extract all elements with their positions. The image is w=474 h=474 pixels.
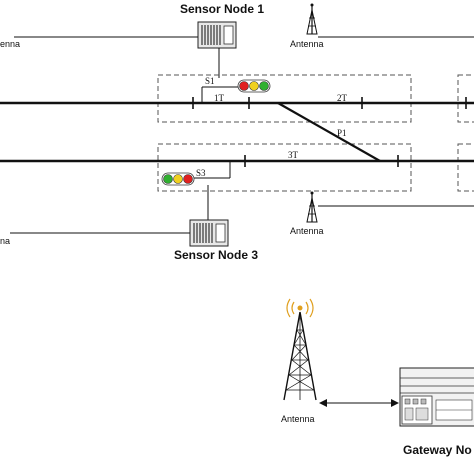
sensor-node-3-label: Sensor Node 3	[174, 248, 258, 262]
switch-p1-label: P1	[337, 128, 347, 138]
sensor-node-1-label: Sensor Node 1	[180, 2, 264, 16]
signal-s1-lamps-icon	[237, 79, 271, 93]
antenna-top-left-label: enna	[0, 39, 20, 49]
switch-crossover	[277, 102, 381, 162]
signal-s1-label: S1	[205, 76, 215, 86]
track-joints-lower	[244, 155, 399, 167]
gateway-rack-icon	[399, 367, 474, 427]
gateway-node-label: Gateway No	[403, 443, 472, 457]
antenna-mid-left-label: na	[0, 236, 10, 246]
antenna-top-center-icon	[306, 3, 318, 35]
antenna-mid-center-label: Antenna	[290, 226, 324, 236]
track-2t-label: 2T	[337, 93, 348, 103]
track-1t-label: 1T	[214, 93, 225, 103]
section-box-lower-right	[457, 143, 474, 192]
antenna-mid-center-icon	[306, 191, 318, 223]
track-3t-label: 3T	[288, 150, 299, 160]
section-box-upper-right	[457, 74, 474, 123]
antenna-gateway-icon	[283, 298, 317, 401]
track-joints-upper	[192, 97, 467, 109]
section-box-upper	[157, 74, 412, 123]
section-box-lower	[157, 143, 412, 192]
signal-s3-lamps-icon	[161, 172, 195, 186]
antenna-gateway-label: Antenna	[281, 414, 315, 424]
sensor-node-3-icon	[189, 219, 229, 247]
antenna-top-center-label: Antenna	[290, 39, 324, 49]
signal-s3-label: S3	[196, 168, 206, 178]
sensor-node-1-icon	[197, 21, 237, 49]
